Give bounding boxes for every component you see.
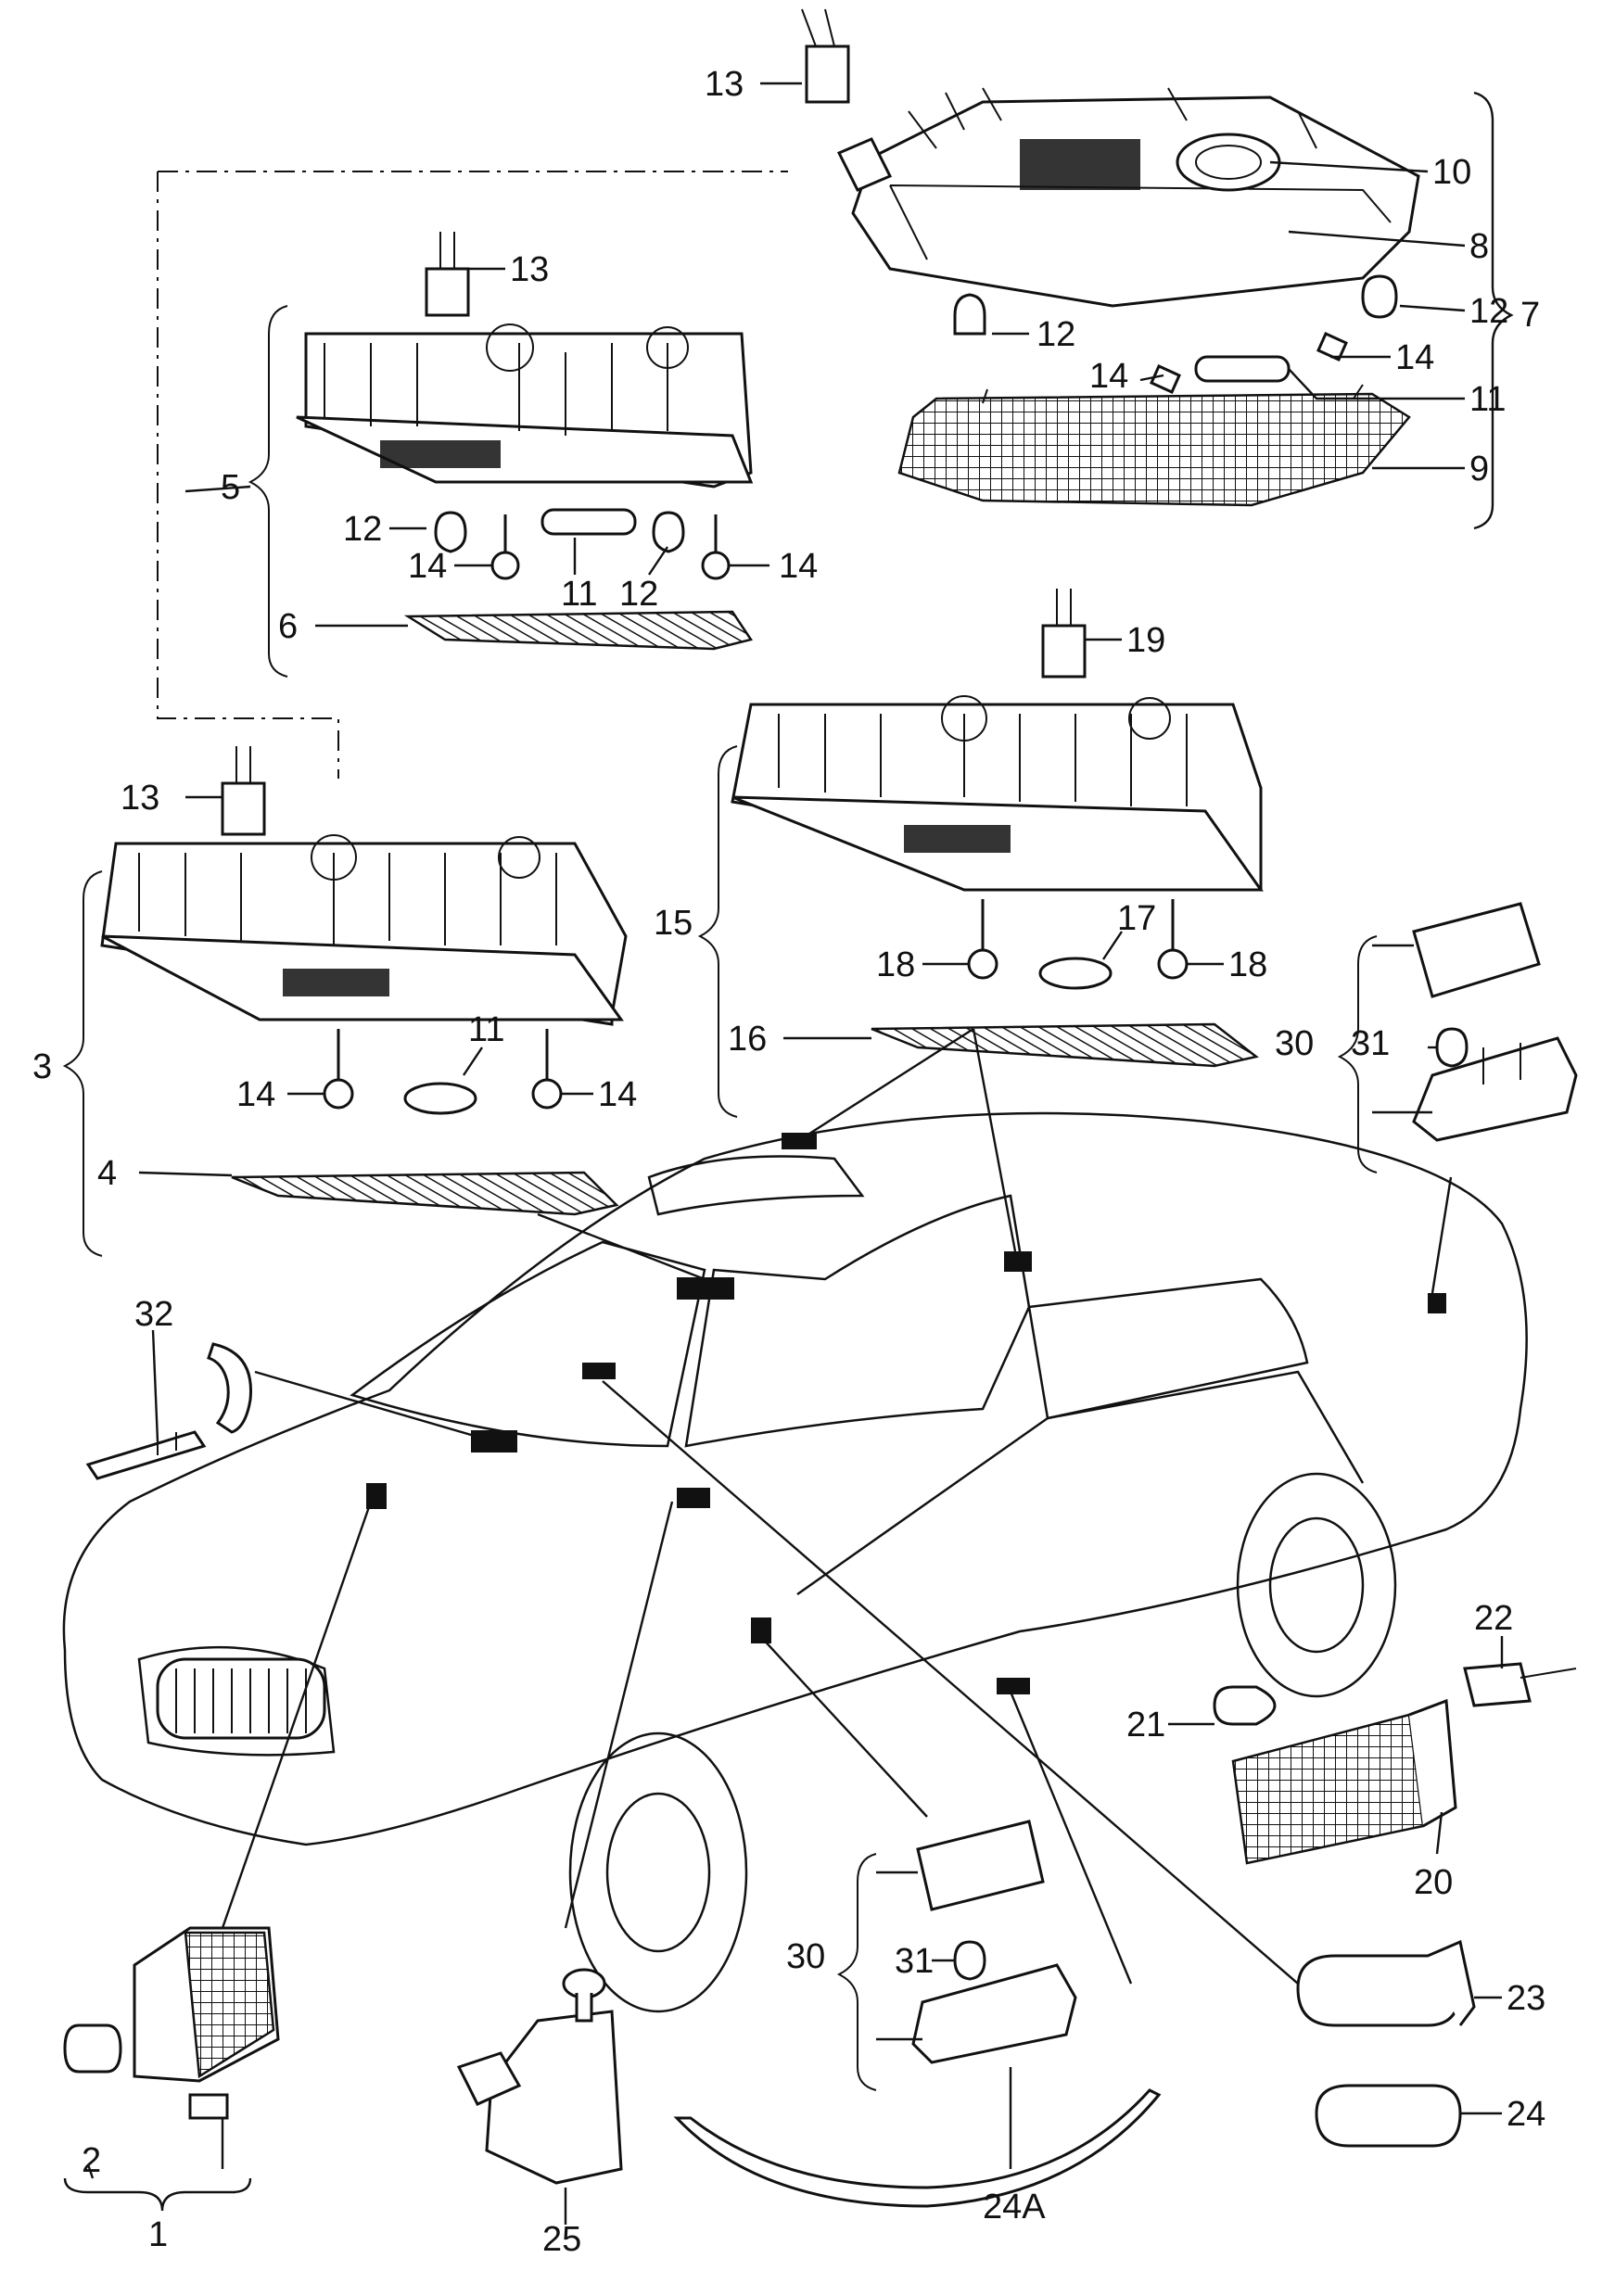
callout-10: 10 [1432, 153, 1471, 192]
part-20-21-22 [1213, 1662, 1577, 1865]
callout-leaders [63, 82, 1514, 2225]
callout-labels: 13 10 8 12 7 12 14 14 11 9 13 5 12 14 11… [32, 65, 1545, 2259]
callout-12-left-a: 12 [343, 510, 382, 549]
callout-13-top: 13 [705, 65, 744, 104]
interior-light-assembly-15 [697, 589, 1264, 1118]
callout-15: 15 [654, 904, 693, 943]
callout-14-mid-b: 14 [598, 1075, 637, 1114]
callout-11-top: 11 [1469, 380, 1506, 419]
callout-30-upper: 30 [1275, 1024, 1314, 1063]
part-24A [673, 2088, 1162, 2208]
callout-14-top-right: 14 [1395, 338, 1434, 377]
callout-20: 20 [1414, 1863, 1453, 1902]
callout-18-a: 18 [876, 945, 915, 984]
callout-25: 25 [542, 2220, 581, 2259]
part-23-24 [1296, 1939, 1476, 2148]
part-32 [85, 1342, 252, 1480]
callout-23: 23 [1507, 1979, 1545, 2018]
callout-24A: 24A [983, 2188, 1046, 2226]
callout-5: 5 [221, 468, 240, 507]
callout-21: 21 [1126, 1706, 1165, 1744]
callout-12-top-mid: 12 [1036, 315, 1075, 354]
callout-19: 19 [1126, 621, 1165, 660]
callout-22: 22 [1474, 1599, 1513, 1638]
callout-31-upper: 31 [1351, 1024, 1390, 1063]
callout-14-mid-a: 14 [236, 1075, 275, 1114]
part-1-2 [63, 1926, 280, 2120]
callout-3: 3 [32, 1047, 52, 1086]
callout-9: 9 [1469, 450, 1489, 488]
callout-14-left-a: 14 [408, 547, 447, 586]
callout-32: 32 [134, 1295, 173, 1334]
callout-12-right: 12 [1469, 292, 1508, 331]
callout-4: 4 [97, 1154, 117, 1193]
callout-14-left-b: 14 [779, 547, 818, 586]
callout-16: 16 [728, 1020, 767, 1059]
interior-light-assembly-5 [157, 171, 788, 779]
callout-24: 24 [1507, 2095, 1545, 2134]
callout-11-left-top: 11 [561, 575, 597, 614]
callout-11-mid: 11 [468, 1010, 504, 1049]
switch-assembly-30-lower [836, 1820, 1077, 2091]
connector-13-top [801, 8, 850, 104]
callout-6: 6 [278, 607, 298, 646]
callout-8: 8 [1469, 227, 1489, 266]
callout-2: 2 [82, 2141, 101, 2180]
part-25 [456, 1968, 623, 2185]
callout-12-left-b: 12 [619, 575, 658, 614]
callout-13-left-mid: 13 [121, 779, 159, 818]
callout-18-b: 18 [1228, 945, 1267, 984]
callout-7: 7 [1520, 296, 1540, 335]
callout-14-top-left: 14 [1089, 357, 1128, 396]
callout-13-left-top: 13 [510, 250, 549, 289]
callout-1: 1 [148, 2215, 168, 2254]
switch-assembly-30-upper [1337, 902, 1578, 1173]
interior-light-assembly-3 [62, 746, 628, 1257]
callout-31-lower: 31 [895, 1942, 934, 1981]
interior-light-assembly-7 [836, 87, 1420, 507]
callout-17: 17 [1117, 899, 1156, 938]
car-body [62, 1027, 1528, 2013]
callout-30-lower: 30 [786, 1937, 825, 1976]
